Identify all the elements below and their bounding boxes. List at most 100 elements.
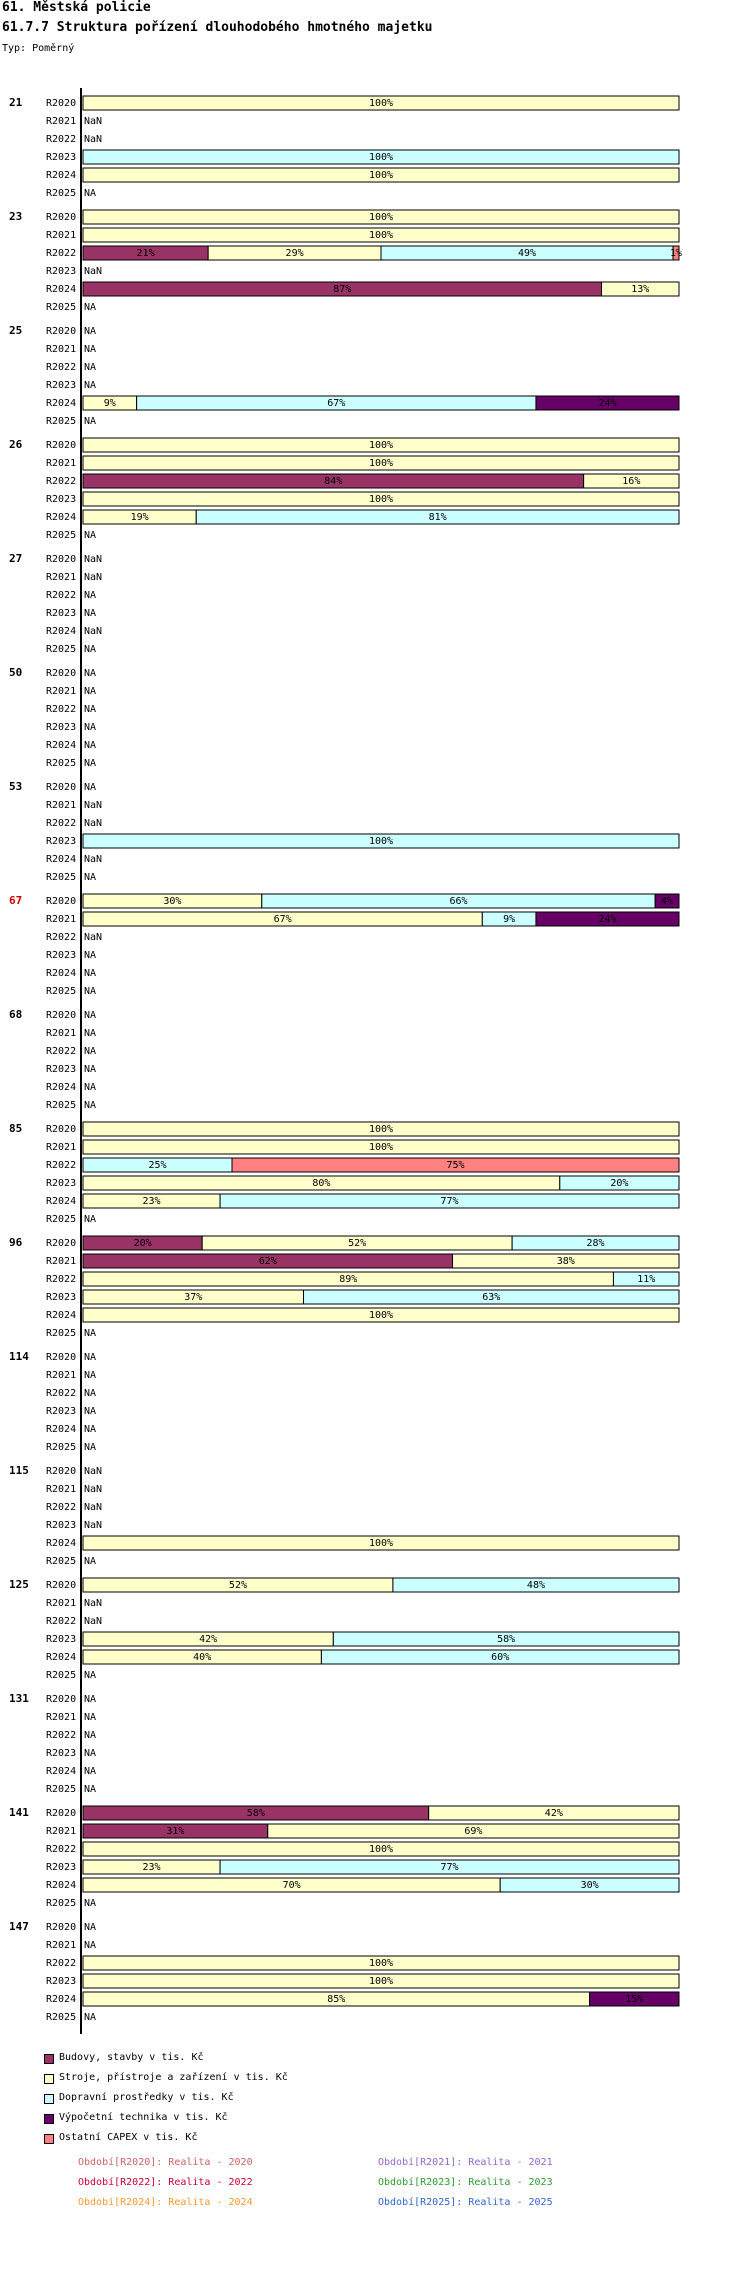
missing-value-label: NA [84,1694,96,1705]
period-label: R2020 [46,668,76,679]
bar-value-label: 25% [148,1160,166,1171]
period-label: R2024 [46,398,76,409]
bar-value-label: 9% [104,398,116,409]
period-label: R2025 [46,644,76,655]
bar-value-label: 80% [312,1178,330,1189]
legend-label: Stroje, přístroje a zařízení v tis. Kč [59,2072,288,2083]
missing-value-label: NA [84,302,96,313]
bar-value-label: 84% [324,476,342,487]
group-label: 23 [9,210,22,223]
bar-value-label: 58% [497,1634,515,1645]
bar-segment [82,1955,680,1971]
period-label: R2023 [46,494,76,505]
period-label: R2020 [46,1010,76,1021]
group-label: 26 [9,438,23,451]
missing-value-label: NaN [84,1616,102,1627]
bar-segment [82,167,680,183]
bar-value-label: 77% [441,1862,459,1873]
bar-value-label: 1% [670,248,682,259]
bar-segment [82,437,680,453]
period-label: R2021 [46,1940,76,1951]
group-label: 96 [9,1236,23,1249]
period-label: R2021 [46,800,76,811]
bar-value-label: 63% [482,1292,500,1303]
missing-value-label: NA [84,1082,96,1093]
period-label: R2022 [46,1958,76,1969]
period-label: R2024 [46,284,76,295]
period-label: R2023 [46,1178,76,1189]
missing-value-label: NaN [84,932,102,943]
period-label: R2021 [46,1370,76,1381]
missing-value-label: NA [84,1730,96,1741]
period-label: R2020 [46,1694,76,1705]
group-label: 114 [9,1350,29,1363]
period-label: R2024 [46,1082,76,1093]
bar-value-label: 100% [369,1310,393,1321]
bar-segment [589,1991,680,2007]
bar-segment [82,1121,680,1137]
period-label: R2022 [46,134,76,145]
group-label: 131 [9,1692,29,1705]
group-label: 115 [9,1464,29,1477]
missing-value-label: NA [84,1352,96,1363]
bar-value-label: 69% [464,1826,482,1837]
period-label: R2023 [46,1520,76,1531]
bar-segment [82,833,680,849]
bar-segment [392,1577,680,1593]
missing-value-label: NA [84,1046,96,1057]
missing-value-label: NaN [84,134,102,145]
missing-value-label: NA [84,1748,96,1759]
period-label: R2025 [46,416,76,427]
period-label: R2023 [46,836,76,847]
period-label: R2024 [46,1538,76,1549]
bar-segment [82,1535,680,1551]
legend-swatch [44,2094,54,2104]
period-label: R2020 [46,212,76,223]
missing-value-label: NA [84,1028,96,1039]
bar-value-label: 100% [369,458,393,469]
bar-segment [559,1175,680,1191]
missing-value-label: NA [84,1940,96,1951]
period-label: R2022 [46,248,76,259]
legend-label: Ostatní CAPEX v tis. Kč [59,2132,198,2143]
missing-value-label: NA [84,1010,96,1021]
bar-value-label: 42% [199,1634,217,1645]
period-legend-item: Období[R2021]: Realita - 2021 [378,2157,553,2168]
period-legend-item: Období[R2025]: Realita - 2025 [378,2197,553,2208]
bar-value-label: 20% [610,1178,628,1189]
missing-value-label: NA [84,2012,96,2023]
period-label: R2025 [46,530,76,541]
bar-value-label: 23% [143,1862,161,1873]
bar-value-label: 29% [286,248,304,259]
legend-label: Budovy, stavby v tis. Kč [59,2052,204,2063]
period-legend-item: Období[R2022]: Realita - 2022 [78,2177,253,2188]
bar-value-label: 40% [193,1652,211,1663]
period-label: R2024 [46,968,76,979]
period-label: R2022 [46,704,76,715]
period-label: R2024 [46,170,76,181]
missing-value-label: NA [84,872,96,883]
group-label: 141 [9,1806,29,1819]
bar-value-label: 38% [557,1256,575,1267]
period-label: R2023 [46,1292,76,1303]
period-label: R2025 [46,188,76,199]
period-label: R2022 [46,1274,76,1285]
period-label: R2021 [46,914,76,925]
period-label: R2021 [46,572,76,583]
missing-value-label: NA [84,1214,96,1225]
period-label: R2024 [46,512,76,523]
group-label: 147 [9,1920,29,1933]
missing-value-label: NaN [84,572,102,583]
period-label: R2023 [46,1862,76,1873]
legend-swatch [44,2114,54,2124]
bar-value-label: 16% [622,476,640,487]
period-label: R2025 [46,1442,76,1453]
bar-segment [452,1253,680,1269]
period-label: R2022 [46,1616,76,1627]
period-label: R2021 [46,1484,76,1495]
period-label: R2022 [46,818,76,829]
period-label: R2022 [46,590,76,601]
bar-value-label: 30% [581,1880,599,1891]
legend-swatch [44,2134,54,2144]
period-label: R2023 [46,380,76,391]
